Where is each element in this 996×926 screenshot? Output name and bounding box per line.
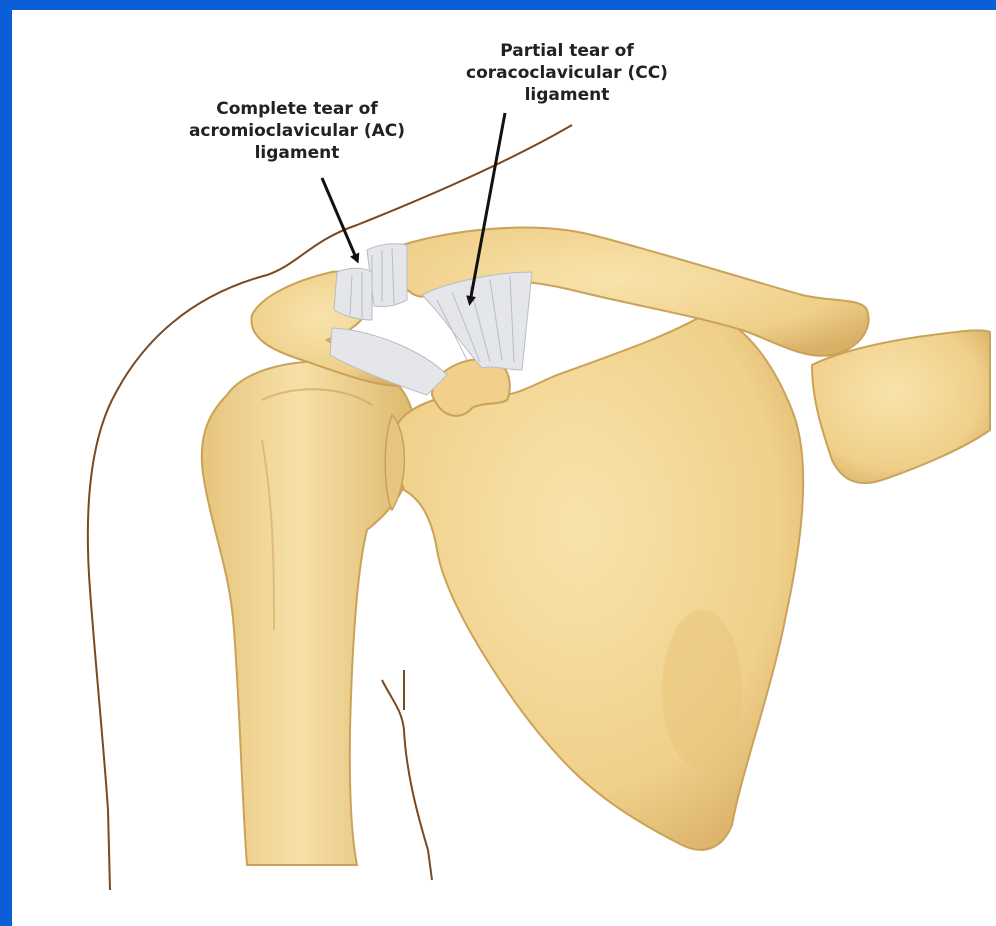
ac-tear-arrow <box>322 178 357 260</box>
diagram-frame: Complete tear of acromioclavicular (AC) … <box>12 10 996 926</box>
humerus <box>202 361 415 865</box>
ac-ligament-label: Complete tear of acromioclavicular (AC) … <box>152 98 442 164</box>
cc-ligament-label: Partial tear of coracoclavicular (CC) li… <box>432 40 702 106</box>
axilla-line <box>382 670 432 880</box>
ac-ligament-torn <box>334 244 407 320</box>
